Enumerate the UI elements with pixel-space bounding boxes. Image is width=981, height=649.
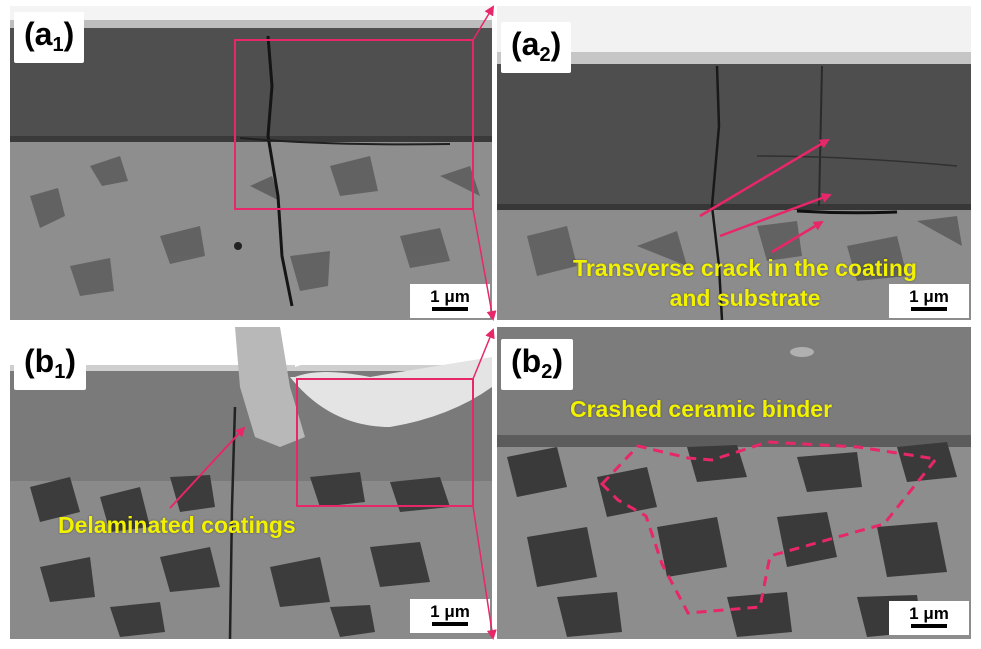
sem-image-a2 — [497, 6, 971, 320]
panel-label-b1: (b1) — [14, 339, 86, 390]
micrograph-panel-a1: (a1) 1 μm — [10, 6, 492, 320]
panel-label-b2: (b2) — [501, 339, 573, 390]
panel-label-a2: (a2) — [501, 22, 572, 73]
scale-bar-b2: 1 μm — [889, 601, 969, 635]
annotation-crashed-binder: Crashed ceramic binder — [570, 396, 833, 422]
annotation-delaminated-coatings: Delaminated coatings — [58, 512, 296, 538]
panel-label-a1: (a1) — [14, 12, 85, 63]
scale-bar-a2: 1 μm — [889, 284, 969, 318]
micrograph-panel-b1: (b1) 1 μm — [10, 327, 492, 639]
micrograph-panel-a2: (a2) 1 μm — [497, 6, 971, 320]
scale-bar-b1: 1 μm — [410, 599, 490, 633]
micrograph-panel-b2: (b2) 1 μm — [497, 327, 971, 639]
scale-bar-a1: 1 μm — [410, 284, 490, 318]
annotation-transverse-crack: Transverse crack in the coating and subs… — [573, 255, 917, 311]
